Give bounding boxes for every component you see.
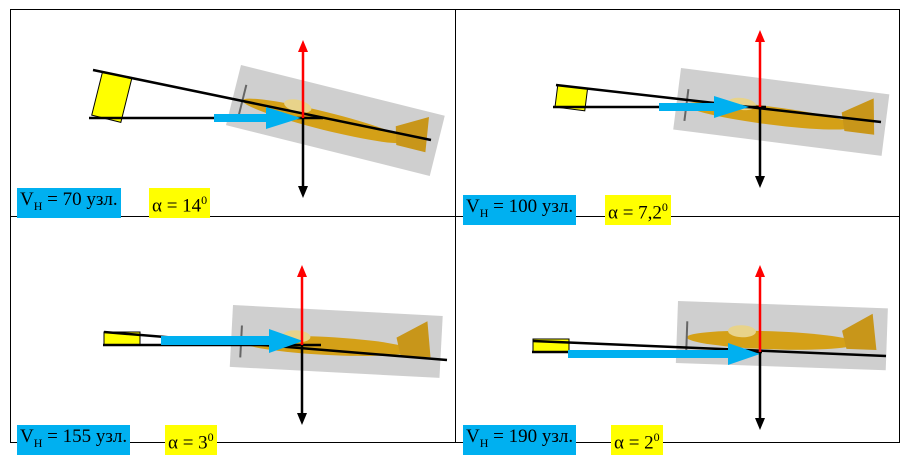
diagram-grid: VН = 70 узл. α = 140 VН = 100 узл. α = 7… <box>10 9 901 455</box>
lift-arrowhead <box>298 40 308 52</box>
speed-label: VН = 190 узл. <box>463 425 577 455</box>
aircraft-image <box>673 68 890 156</box>
attitude-line <box>92 68 432 142</box>
velocity-arrow <box>659 96 749 118</box>
attitude-line <box>532 339 887 358</box>
speed-label: VН = 155 узл. <box>17 425 131 455</box>
grid-divider-vertical <box>455 10 456 442</box>
panel-3: VН = 155 узл. α = 30 <box>11 217 455 455</box>
grid-divider-horizontal <box>11 216 899 217</box>
panel-1-diagram <box>89 40 445 198</box>
speed-label: VН = 100 узл. <box>463 195 577 225</box>
panel-2: VН = 100 узл. α = 7,20 <box>456 10 901 226</box>
lift-arrowhead <box>297 265 307 277</box>
speed-label: VН = 70 узл. <box>17 188 121 218</box>
weight-arrowhead <box>755 176 765 188</box>
panel-2-diagram <box>553 30 890 188</box>
panel-4: VН = 190 узл. α = 20 <box>456 217 901 455</box>
alpha-label: α = 30 <box>165 425 217 455</box>
alpha-label: α = 140 <box>149 188 211 219</box>
alpha-label: α = 7,20 <box>605 195 671 226</box>
panel-3-diagram <box>103 265 448 425</box>
weight-arrowhead <box>298 186 308 198</box>
panel-4-diagram <box>532 265 888 430</box>
alpha-label: α = 20 <box>611 425 663 455</box>
angle-marker <box>91 70 133 123</box>
velocity-arrow <box>214 107 301 129</box>
velocity-arrow <box>161 329 303 353</box>
aircraft-image <box>229 305 443 378</box>
aircraft-image <box>675 301 888 371</box>
lift-arrowhead <box>755 265 765 277</box>
weight-arrowhead <box>755 418 765 430</box>
velocity-arrow <box>568 343 760 365</box>
panel-1: VН = 70 узл. α = 140 <box>11 10 455 219</box>
weight-arrowhead <box>297 413 307 425</box>
lift-arrowhead <box>755 30 765 42</box>
